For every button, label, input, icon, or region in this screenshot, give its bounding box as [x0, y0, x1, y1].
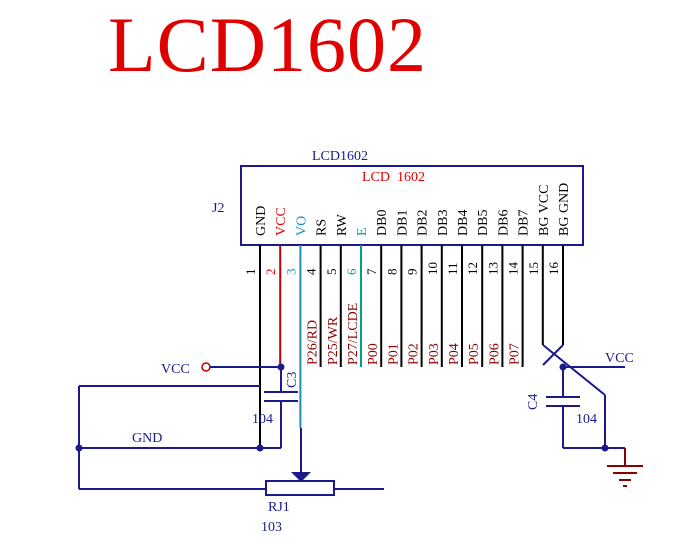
pin-number-7: 7	[364, 268, 379, 275]
pin-number-16: 16	[546, 262, 561, 276]
rj1-resistor-body	[265, 480, 335, 496]
pin-number-4: 4	[304, 268, 319, 275]
pin-name-11: DB4	[456, 210, 471, 236]
pin-number-14: 14	[506, 262, 521, 276]
pin-number-11: 11	[445, 262, 460, 275]
pin-name-1: GND	[254, 206, 269, 236]
pin-name-3: VO	[294, 216, 309, 236]
net-label-10: P03	[427, 343, 442, 365]
net-label-5: P25/WR	[326, 316, 341, 365]
net-label-11: P04	[447, 343, 462, 365]
pin-name-5: RW	[335, 213, 350, 236]
pin-name-8: DB1	[395, 210, 410, 236]
ground-symbol-icon	[607, 465, 643, 487]
pin-name-16: BG GND	[557, 183, 572, 236]
bg-gnd-wire-diagonal	[542, 344, 564, 366]
pin-name-2: VCC	[274, 207, 289, 236]
bg-vcc-wire-diagonal	[542, 344, 606, 396]
vcc-left-port-icon	[201, 362, 211, 372]
c4-designator: C4	[526, 394, 541, 410]
pin-name-14: DB7	[517, 210, 532, 236]
pin-number-8: 8	[384, 269, 399, 276]
vcc-right-label: VCC	[605, 351, 634, 366]
pin-name-15: BG VCC	[537, 185, 552, 236]
pin-name-9: DB2	[416, 210, 431, 236]
net-label-8: P01	[386, 343, 401, 365]
pin-number-10: 10	[425, 262, 440, 275]
pin-name-4: RS	[315, 219, 330, 236]
pin-number-1: 1	[243, 269, 258, 276]
component-inner-label: LCD 1602	[362, 170, 425, 185]
pin-number-12: 12	[465, 262, 480, 275]
net-label-13: P06	[487, 343, 502, 365]
junction-dot	[256, 444, 264, 452]
c4-value: 104	[576, 412, 597, 427]
pin-number-6: 6	[344, 268, 359, 275]
net-label-9: P02	[407, 343, 422, 365]
component-designator: J2	[212, 201, 224, 216]
pin-name-6: E	[355, 227, 370, 236]
junction-dot	[601, 444, 609, 452]
net-label-6: P27/LCDE	[346, 303, 361, 365]
lcd1602-component-box	[240, 165, 584, 246]
pin-number-2: 2	[263, 269, 278, 276]
pin-name-13: DB6	[496, 210, 511, 236]
net-label-12: P05	[467, 343, 482, 365]
pin-name-7: DB0	[375, 210, 390, 236]
pin-name-10: DB3	[436, 210, 451, 236]
rj1-wiper-arrow-icon	[291, 472, 311, 482]
net-label-14: P07	[508, 343, 523, 365]
c3-value: 104	[252, 412, 273, 427]
c3-designator: C3	[285, 372, 300, 388]
net-label-4: P26/RD	[306, 320, 321, 365]
rj1-value: 103	[261, 520, 282, 535]
pin-number-15: 15	[526, 262, 541, 275]
pin-number-9: 9	[405, 269, 420, 276]
component-name: LCD1602	[312, 149, 368, 164]
diagram-title: LCD1602	[108, 1, 427, 88]
pin-number-13: 13	[485, 262, 500, 275]
pin-number-3: 3	[283, 269, 298, 276]
pin-number-5: 5	[324, 269, 339, 276]
pin-name-12: DB5	[476, 210, 491, 236]
net-label-7: P00	[366, 343, 381, 365]
vcc-left-label: VCC	[161, 362, 190, 377]
gnd-label: GND	[132, 431, 162, 446]
rj1-designator: RJ1	[268, 500, 290, 515]
